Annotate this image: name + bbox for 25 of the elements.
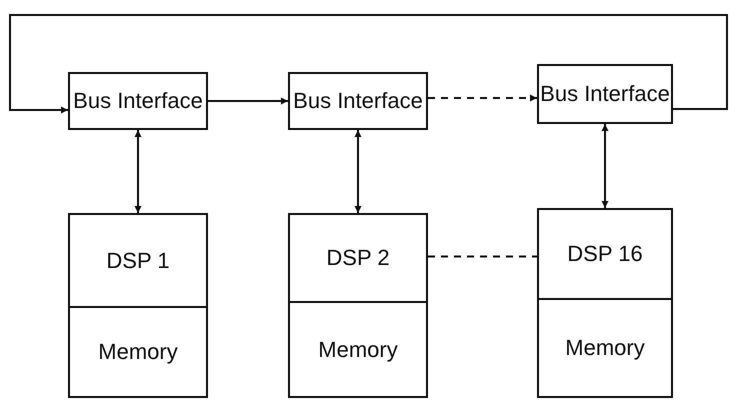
block-box bbox=[288, 301, 428, 398]
block-label: Memory bbox=[98, 339, 178, 365]
connector-line bbox=[428, 256, 537, 258]
arrow bbox=[354, 130, 362, 213]
block-box bbox=[537, 208, 673, 300]
block-label: Bus Interface bbox=[293, 88, 423, 114]
block-label: Memory bbox=[318, 336, 398, 362]
block-label: DSP 2 bbox=[326, 245, 390, 271]
block-label: DSP 1 bbox=[106, 248, 170, 274]
block-box bbox=[68, 306, 208, 398]
block-box bbox=[288, 213, 428, 303]
block-box bbox=[68, 213, 208, 308]
arrow bbox=[134, 130, 142, 213]
block-label: DSP 16 bbox=[567, 241, 643, 267]
block-label: Bus Interface bbox=[73, 88, 203, 114]
arrow bbox=[9, 14, 728, 114]
block-box bbox=[537, 298, 673, 398]
arrow bbox=[208, 98, 288, 104]
block-box bbox=[537, 64, 673, 124]
block-box bbox=[288, 72, 428, 130]
arrow bbox=[602, 124, 608, 208]
block-box bbox=[68, 72, 208, 130]
block-label: Memory bbox=[565, 335, 645, 361]
arrow bbox=[428, 94, 537, 102]
block-label: Bus Interface bbox=[540, 81, 670, 107]
